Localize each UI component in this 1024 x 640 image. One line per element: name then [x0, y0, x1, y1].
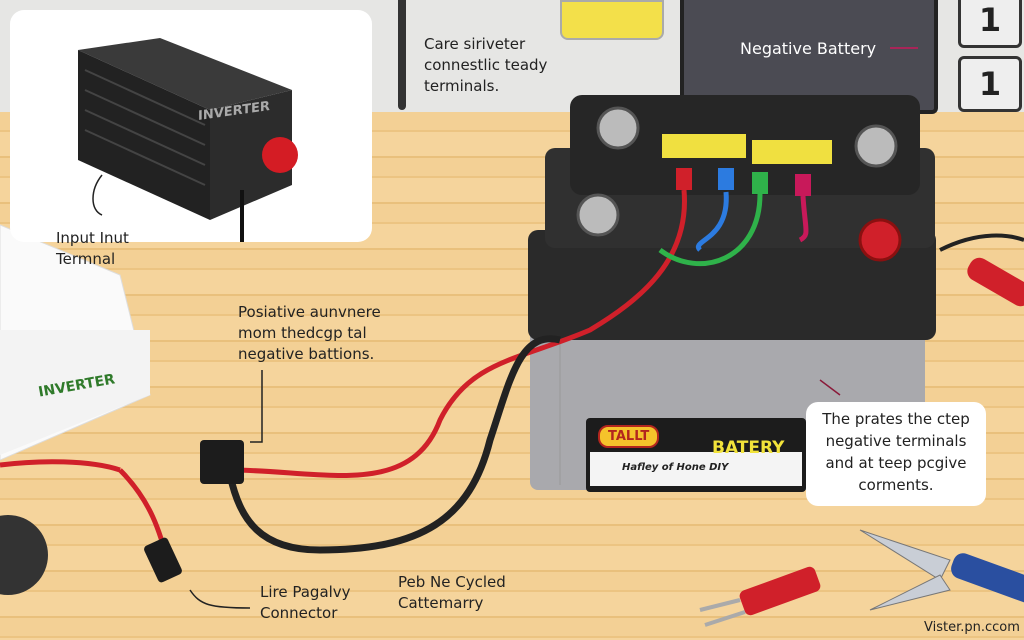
- positive-terminal-icon: [858, 218, 902, 262]
- note-line: Care siriveter: [424, 35, 526, 53]
- cycled-label: Peb Ne Cycled Cattemarry: [398, 572, 506, 614]
- note-line: connestlic teady: [424, 56, 548, 74]
- plug-icon: [200, 440, 244, 484]
- label-line: Peb Ne Cycled: [398, 573, 506, 591]
- positive-note: Posiative aunvnere mom thedcgp tal negat…: [238, 302, 381, 365]
- battery-title: BATERY: [712, 438, 785, 458]
- connector-icon: [144, 537, 182, 583]
- screwdriver-icon: [398, 0, 406, 110]
- terminal-icon: [596, 106, 640, 150]
- inverter-device: [78, 38, 298, 242]
- connector-label: Lire Pagalvy Connector: [260, 582, 351, 624]
- red-terminal-icon: [262, 137, 298, 173]
- label-line: Cattemarry: [398, 594, 484, 612]
- terminal-icon: [576, 193, 620, 237]
- note-line: mom thedcgp tal: [238, 324, 367, 342]
- top-note: Care siriveter connestlic teady terminal…: [424, 34, 547, 97]
- note-line: negative battions.: [238, 345, 375, 363]
- negative-battery-label: Negative Battery: [740, 39, 877, 58]
- callout-line: corments.: [858, 476, 934, 494]
- probe-icon: [967, 257, 1024, 307]
- battery-subtitle: Hafley of Hone DIY: [622, 462, 729, 473]
- red-plug-icon: [739, 566, 821, 616]
- pliers-icon: [859, 529, 1024, 611]
- number-box: 1: [958, 0, 1022, 48]
- battery-label-strip: [590, 452, 802, 486]
- tape-roll-icon: [0, 515, 48, 595]
- number-box: 1: [958, 56, 1022, 112]
- callout-line: negative terminals: [825, 432, 967, 450]
- label-line: Termnal: [56, 250, 116, 268]
- battery-brand: TALLT: [598, 425, 660, 448]
- label-line: Connector: [260, 604, 338, 622]
- label-line: Lire Pagalvy: [260, 583, 351, 601]
- note-line: Posiative aunvnere: [238, 303, 381, 321]
- inverter-package: [0, 224, 151, 461]
- terminals-callout: The prates the ctep negative terminals a…: [806, 402, 986, 506]
- note-line: terminals.: [424, 77, 500, 95]
- watermark: Vister.pn.ccom: [924, 620, 1020, 635]
- callout-line: and at teep pcgive: [825, 454, 967, 472]
- input-terminal-label: Input Inut Termnal: [56, 228, 129, 270]
- callout-line: The prates the ctep: [822, 410, 970, 428]
- terminal-icon: [854, 124, 898, 168]
- fuse-icon: [560, 0, 664, 40]
- label-line: Input Inut: [56, 229, 129, 247]
